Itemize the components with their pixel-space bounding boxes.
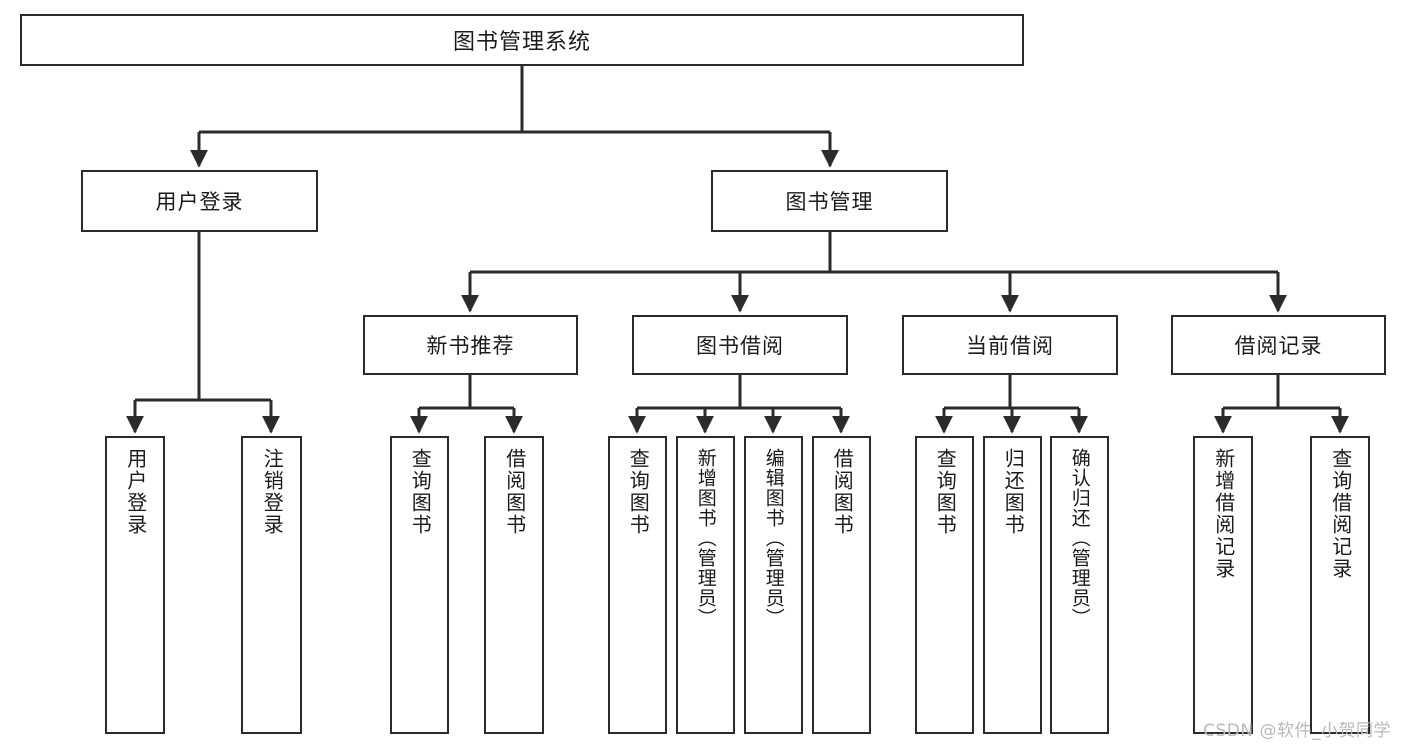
leaf-user-login[interactable]: 用户登录 bbox=[105, 436, 165, 734]
node-current-borrow-label: 当前借阅 bbox=[966, 334, 1054, 358]
node-borrow-record-label: 借阅记录 bbox=[1234, 334, 1323, 358]
node-user-login-label: 用户登录 bbox=[155, 190, 244, 214]
node-new-book-recommend[interactable]: 新书推荐 bbox=[363, 315, 578, 375]
node-book-management-label: 图书管理 bbox=[785, 190, 874, 214]
leaf-query-book-borrow-label: 查询图书 bbox=[626, 448, 651, 536]
leaf-add-book-admin-label: 新增图书（管理员） bbox=[694, 448, 717, 628]
leaf-query-borrow-record[interactable]: 查询借阅记录 bbox=[1310, 436, 1370, 734]
leaf-add-book-admin[interactable]: 新增图书（管理员） bbox=[676, 436, 735, 734]
leaf-borrow-book-newbook[interactable]: 借阅图书 bbox=[484, 436, 544, 734]
leaf-confirm-return-admin-label: 确认归还（管理员） bbox=[1068, 448, 1091, 628]
leaf-logout-label: 注销登录 bbox=[260, 448, 285, 536]
node-book-management[interactable]: 图书管理 bbox=[711, 170, 948, 232]
leaf-edit-book-admin[interactable]: 编辑图书（管理员） bbox=[744, 436, 803, 734]
leaf-borrow-book-newbook-label: 借阅图书 bbox=[502, 448, 527, 536]
node-book-borrow-label: 图书借阅 bbox=[696, 334, 784, 358]
node-new-book-recommend-label: 新书推荐 bbox=[426, 334, 515, 358]
node-root-label: 图书管理系统 bbox=[452, 30, 591, 55]
node-borrow-record[interactable]: 借阅记录 bbox=[1171, 315, 1386, 375]
leaf-add-borrow-record-label: 新增借阅记录 bbox=[1211, 448, 1236, 580]
node-root[interactable]: 图书管理系统 bbox=[20, 14, 1024, 66]
leaf-query-book-current-label: 查询图书 bbox=[933, 448, 958, 536]
node-user-login[interactable]: 用户登录 bbox=[81, 170, 318, 232]
leaf-user-login-label: 用户登录 bbox=[123, 448, 148, 536]
leaf-borrow-book-label: 借阅图书 bbox=[830, 448, 855, 536]
leaf-confirm-return-admin[interactable]: 确认归还（管理员） bbox=[1050, 436, 1109, 734]
leaf-add-borrow-record[interactable]: 新增借阅记录 bbox=[1193, 436, 1253, 734]
leaf-logout[interactable]: 注销登录 bbox=[241, 436, 302, 734]
leaf-edit-book-admin-label: 编辑图书（管理员） bbox=[762, 448, 785, 628]
leaf-query-borrow-record-label: 查询借阅记录 bbox=[1328, 448, 1353, 580]
leaf-query-book-current[interactable]: 查询图书 bbox=[915, 436, 974, 734]
leaf-return-book-label: 归还图书 bbox=[1001, 448, 1026, 536]
leaf-return-book[interactable]: 归还图书 bbox=[983, 436, 1042, 734]
leaf-query-book-newbook-label: 查询图书 bbox=[408, 448, 433, 536]
csdn-watermark: CSDN @软件_小贺同学 bbox=[1203, 721, 1391, 741]
leaf-query-book-borrow[interactable]: 查询图书 bbox=[608, 436, 667, 734]
leaf-query-book-newbook[interactable]: 查询图书 bbox=[390, 436, 449, 734]
node-book-borrow[interactable]: 图书借阅 bbox=[632, 315, 848, 375]
node-current-borrow[interactable]: 当前借阅 bbox=[902, 315, 1118, 375]
leaf-borrow-book[interactable]: 借阅图书 bbox=[812, 436, 871, 734]
